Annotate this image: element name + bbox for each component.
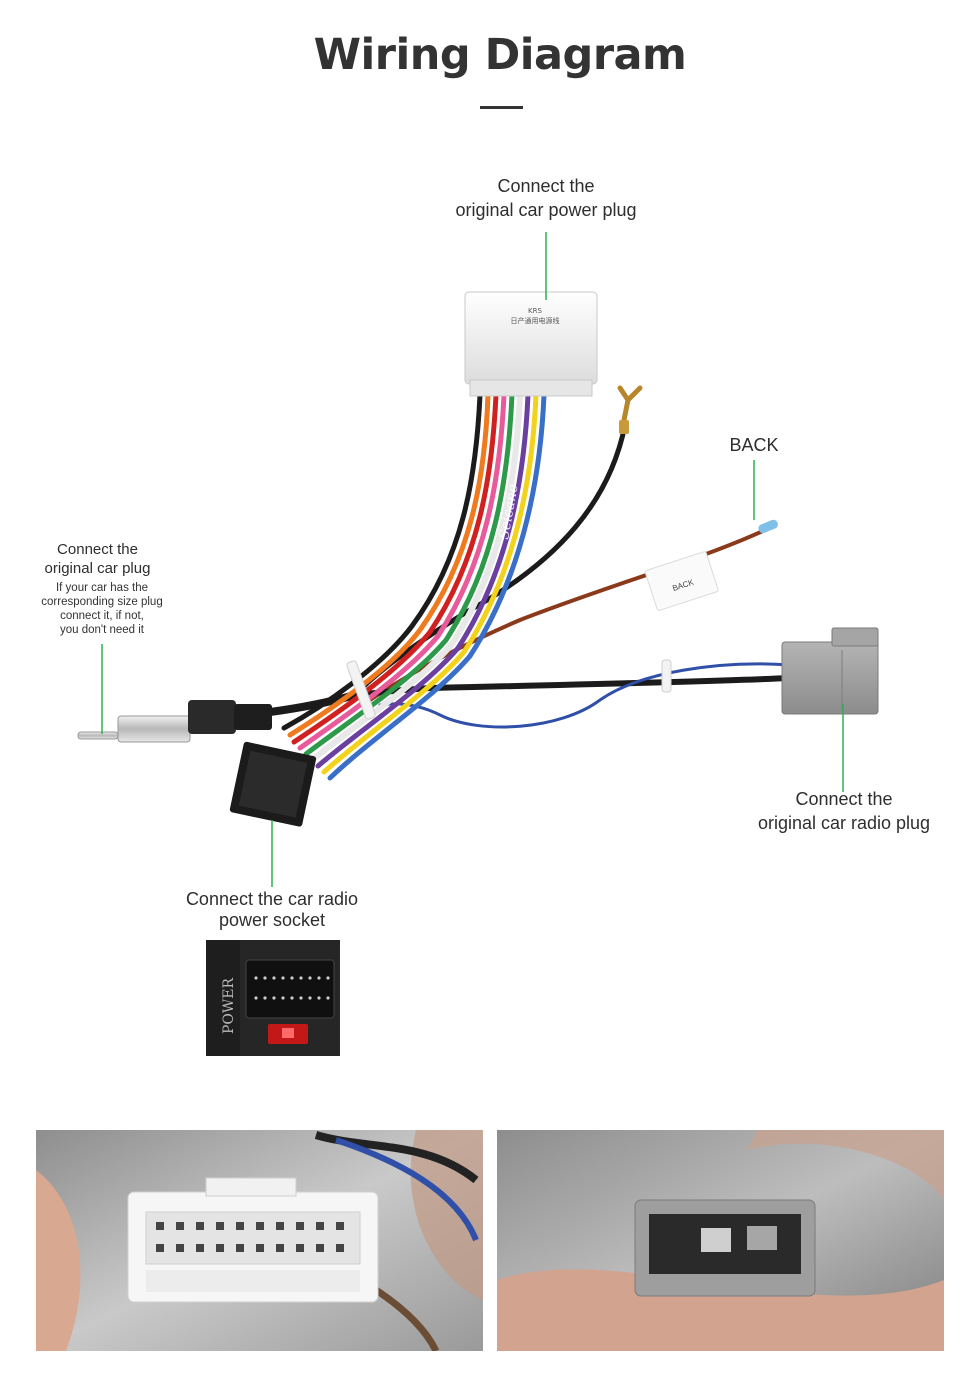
power-socket-photo: POWER [206, 940, 340, 1056]
plug-pin [156, 1244, 164, 1252]
socket-power-text: POWER [221, 977, 237, 1034]
cable-tie [346, 660, 376, 720]
wire-bundle [266, 392, 793, 781]
back-tag: BACK [644, 551, 719, 611]
socket-pin [263, 996, 267, 1000]
plug-pin [336, 1244, 344, 1252]
plug-pin [296, 1244, 304, 1252]
radio-plug-connector [781, 627, 879, 715]
socket-pin [272, 996, 276, 1000]
plug-pin [256, 1222, 264, 1230]
plug-pin [236, 1222, 244, 1230]
spade-terminal [617, 385, 643, 434]
socket-pin [272, 976, 276, 980]
plug-pin [196, 1244, 204, 1252]
socket-pin [290, 976, 294, 980]
label-power-plug: Connect the original car power plug [455, 176, 637, 220]
socket-pin [281, 976, 285, 980]
socket-pin [326, 996, 330, 1000]
page-title: Wiring Diagram [313, 30, 687, 80]
plug-pin [236, 1244, 244, 1252]
photo-power-plug-closeup [36, 1130, 483, 1351]
socket-pin [254, 976, 258, 980]
label-car-plug-note: If your car has the corresponding size p… [41, 582, 163, 636]
cable-tie [661, 659, 672, 693]
label-power-socket: Connect the car radio power socket [185, 889, 359, 930]
plug-pin [336, 1222, 344, 1230]
plug-pin [156, 1222, 164, 1230]
plug-pin [316, 1222, 324, 1230]
label-back: BACK [729, 435, 779, 455]
socket-pin [263, 976, 267, 980]
socket-pin [290, 996, 294, 1000]
leader-lines [101, 232, 844, 887]
plug-print-line2: 日产通用电源线 [511, 316, 560, 325]
socket-pin [326, 976, 330, 980]
socket-pin [299, 976, 303, 980]
plug-pin [276, 1222, 284, 1230]
plug-print-line1: KRS [528, 307, 542, 315]
socket-pin [308, 976, 312, 980]
socket-pin [308, 996, 312, 1000]
label-radio-plug: Connect the original car radio plug [757, 789, 931, 833]
socket-pin [281, 996, 285, 1000]
plug-pin [256, 1244, 264, 1252]
socket-pin [317, 996, 321, 1000]
power-plug-connector: KRS 日产通用电源线 [464, 291, 598, 397]
plug-pin [276, 1244, 284, 1252]
plug-pin [316, 1244, 324, 1252]
socket-pin [254, 996, 258, 1000]
title-underline [480, 106, 523, 109]
plug-pin [176, 1222, 184, 1230]
label-car-plug: Connect the original car plug [44, 541, 151, 577]
radio-plug-blue-wire [378, 662, 792, 729]
plug-pin [176, 1244, 184, 1252]
back-wire-tip [758, 519, 778, 534]
plug-pin [216, 1222, 224, 1230]
socket-pin [317, 976, 321, 980]
photo-radio-plug-closeup [497, 1130, 944, 1351]
plug-pin [296, 1222, 304, 1230]
socket-pin [299, 996, 303, 1000]
plug-pin [216, 1244, 224, 1252]
plug-pin [196, 1222, 204, 1230]
iso-power-connector [229, 741, 317, 827]
antenna-plug [77, 700, 272, 743]
